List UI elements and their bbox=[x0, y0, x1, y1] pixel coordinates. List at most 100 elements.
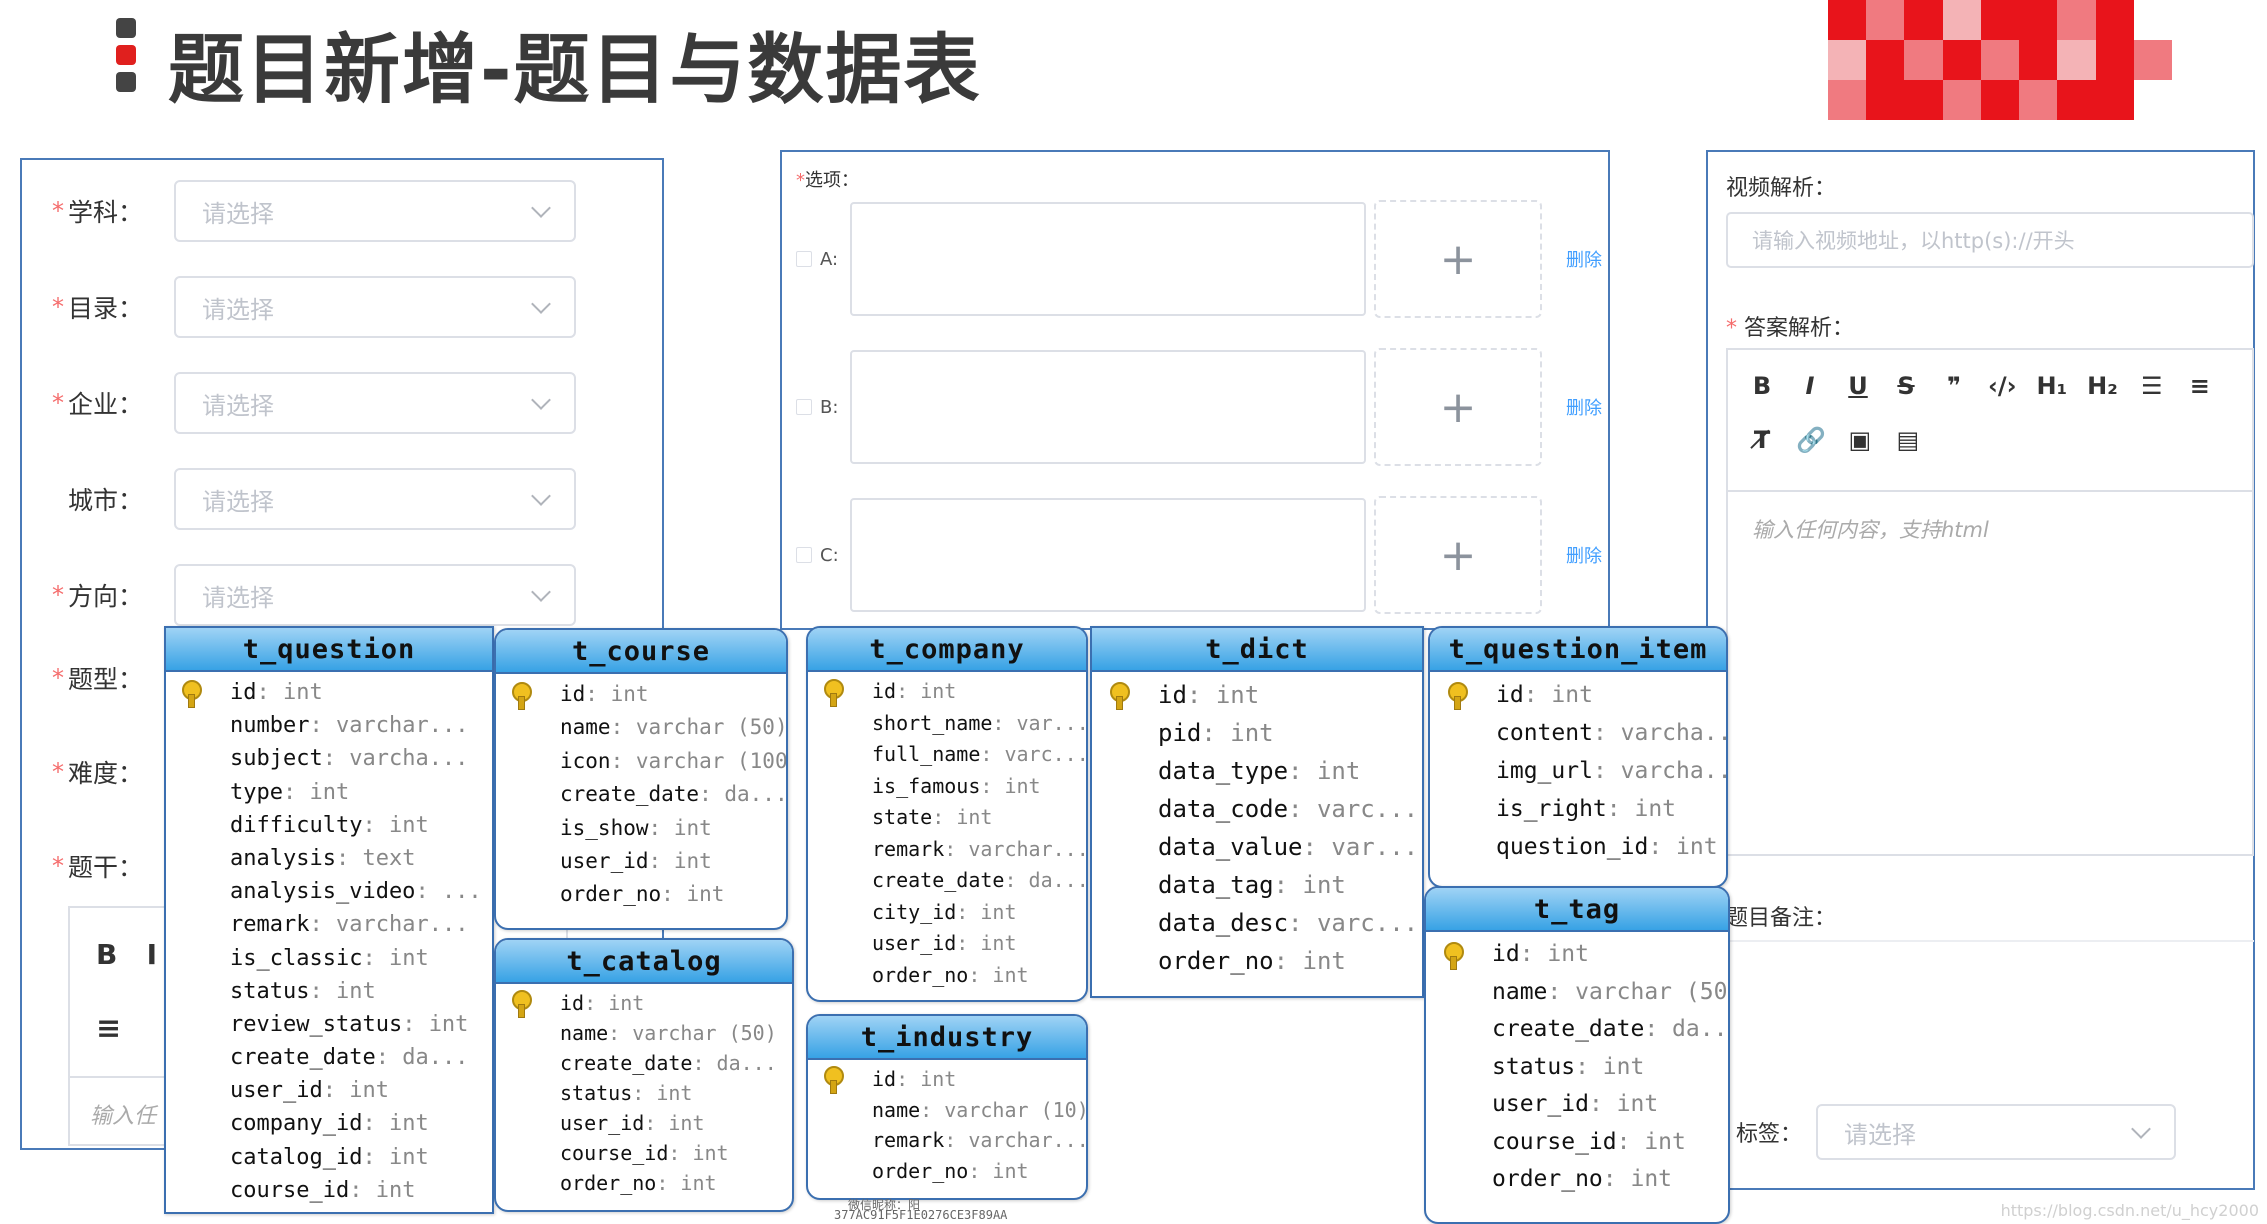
primary-key-icon bbox=[510, 990, 532, 1018]
stem-editor-content[interactable]: 输入任 bbox=[90, 1104, 157, 1129]
italic-icon[interactable]: I bbox=[1805, 372, 1815, 400]
underline-icon[interactable]: U bbox=[1848, 372, 1868, 400]
db-column: create_date: da... bbox=[166, 1041, 492, 1074]
db-column-separator: : bbox=[415, 879, 442, 905]
db-column-separator: : bbox=[632, 1081, 657, 1105]
chevron-down-icon bbox=[531, 294, 551, 314]
db-column-type: da... bbox=[716, 1051, 777, 1075]
db-column-name: name bbox=[872, 1097, 921, 1122]
form-select[interactable]: 请选择 bbox=[174, 564, 576, 626]
db-column: img_url: varcha... bbox=[1430, 752, 1726, 790]
align-icon[interactable]: ≡ bbox=[96, 1011, 122, 1046]
delete-option-link[interactable]: 删除 bbox=[1566, 250, 1602, 271]
answer-editor-content[interactable]: 输入任何内容，支持html bbox=[1752, 518, 1989, 542]
db-column-separator: : bbox=[309, 978, 336, 1004]
db-column-type: varchar (50) bbox=[632, 1021, 777, 1045]
primary-key-icon bbox=[510, 681, 532, 710]
db-column-type: varchar... bbox=[335, 912, 469, 938]
delete-option-link[interactable]: 删除 bbox=[1566, 546, 1602, 567]
bold-icon[interactable]: B bbox=[1752, 372, 1772, 400]
form-field-label: 题型： bbox=[68, 665, 144, 694]
ordered-list-icon[interactable]: ☰ bbox=[2141, 372, 2163, 400]
db-column-name: is_classic bbox=[230, 945, 363, 971]
db-column: is_right: int bbox=[1430, 790, 1726, 828]
upload-image-button[interactable]: + bbox=[1374, 200, 1542, 318]
bold-button[interactable]: B bbox=[96, 938, 118, 971]
db-column-separator: : bbox=[956, 899, 981, 924]
option-checkbox[interactable] bbox=[796, 547, 812, 563]
db-column-separator: : bbox=[648, 815, 674, 840]
db-column: create_date: da... bbox=[808, 865, 1086, 897]
video-icon[interactable]: ▤ bbox=[1896, 426, 1920, 454]
strikethrough-icon[interactable]: S bbox=[1897, 372, 1915, 400]
db-column: data_value: var... bbox=[1092, 828, 1422, 866]
db-column-separator: : bbox=[584, 991, 609, 1015]
image-icon[interactable]: ▣ bbox=[1848, 426, 1872, 454]
db-column-separator: : bbox=[362, 812, 389, 838]
option-letter: B: bbox=[820, 396, 839, 418]
db-column-name: id bbox=[560, 682, 586, 706]
db-column: data_type: int bbox=[1092, 752, 1422, 790]
db-column-type: int bbox=[349, 1078, 389, 1104]
db-column: status: int bbox=[166, 975, 492, 1008]
db-column-type: int bbox=[610, 682, 649, 706]
editor-toolbar: B I U S ❞ ‹/› H₁ H₂ ☰ ≡ T̸ 🔗 ▣ ▤ bbox=[1728, 350, 2252, 492]
form-field-label: 目录： bbox=[68, 294, 144, 323]
option-textarea[interactable] bbox=[850, 202, 1366, 316]
db-column: remark: varchar... bbox=[808, 834, 1086, 866]
db-column-name: course_id bbox=[560, 1141, 669, 1165]
clear-format-icon[interactable]: T̸ bbox=[1753, 426, 1771, 454]
option-checkbox[interactable] bbox=[796, 251, 812, 267]
form-select[interactable]: 请选择 bbox=[174, 372, 576, 434]
upload-image-button[interactable]: + bbox=[1374, 348, 1542, 466]
db-column-name: order_no bbox=[872, 962, 969, 987]
db-column: course_id: int bbox=[166, 1174, 492, 1207]
code-icon[interactable]: ‹/› bbox=[1988, 372, 2017, 400]
form-field-5: *题型： bbox=[52, 660, 174, 696]
db-column-name: city_id bbox=[872, 899, 957, 924]
option-textarea[interactable] bbox=[850, 350, 1366, 464]
italic-button[interactable]: I bbox=[146, 938, 158, 971]
h1-icon[interactable]: H₁ bbox=[2036, 372, 2068, 400]
db-column-type: int bbox=[388, 1111, 429, 1137]
form-field-label: 城市： bbox=[68, 486, 144, 515]
tag-select[interactable]: 请选择 bbox=[1816, 1104, 2176, 1160]
db-column-type: var... bbox=[1016, 710, 1086, 735]
db-column-separator: : bbox=[309, 912, 336, 938]
form-select[interactable]: 请选择 bbox=[174, 180, 576, 242]
db-table-header: t_tag bbox=[1426, 888, 1728, 932]
required-mark: * bbox=[52, 758, 64, 786]
db-column-type: int bbox=[920, 679, 957, 703]
link-icon[interactable]: 🔗 bbox=[1796, 426, 1826, 454]
db-column: catalog_id: int bbox=[166, 1141, 492, 1174]
video-url-input[interactable]: 请输入视频地址，以http(s)://开头 bbox=[1726, 212, 2254, 268]
db-column-separator: : bbox=[944, 1128, 969, 1152]
db-column: is_classic: int bbox=[166, 942, 492, 975]
db-column-separator: : bbox=[896, 1067, 921, 1091]
remark-textarea[interactable] bbox=[1726, 940, 2254, 1092]
h2-icon[interactable]: H₂ bbox=[2087, 372, 2118, 400]
db-column: create_date: da... bbox=[496, 1048, 792, 1078]
db-column: create_date: da... bbox=[1426, 1011, 1728, 1049]
db-column-name: short_name bbox=[872, 710, 993, 735]
option-checkbox[interactable] bbox=[796, 399, 812, 415]
option-row: B: + 删除 bbox=[796, 348, 1602, 466]
align-icon[interactable]: ≡ bbox=[2189, 372, 2210, 400]
form-field-4: *方向：请选择 bbox=[52, 564, 576, 626]
form-select[interactable]: 请选择 bbox=[174, 276, 576, 338]
delete-option-link[interactable]: 删除 bbox=[1566, 398, 1602, 419]
db-column-type: int bbox=[686, 882, 725, 907]
form-select[interactable]: 请选择 bbox=[174, 468, 576, 530]
db-column-name: analysis_video bbox=[230, 879, 416, 905]
db-table-header: t_industry bbox=[808, 1016, 1086, 1060]
upload-image-button[interactable]: + bbox=[1374, 496, 1542, 614]
db-column: course_id: int bbox=[1426, 1124, 1728, 1162]
quote-icon[interactable]: ❞ bbox=[1946, 372, 1962, 400]
option-textarea[interactable] bbox=[850, 498, 1366, 612]
db-column-type: int bbox=[656, 1081, 693, 1105]
db-column: user_id: int bbox=[496, 1108, 792, 1138]
db-column: number: varchar... bbox=[166, 709, 492, 742]
